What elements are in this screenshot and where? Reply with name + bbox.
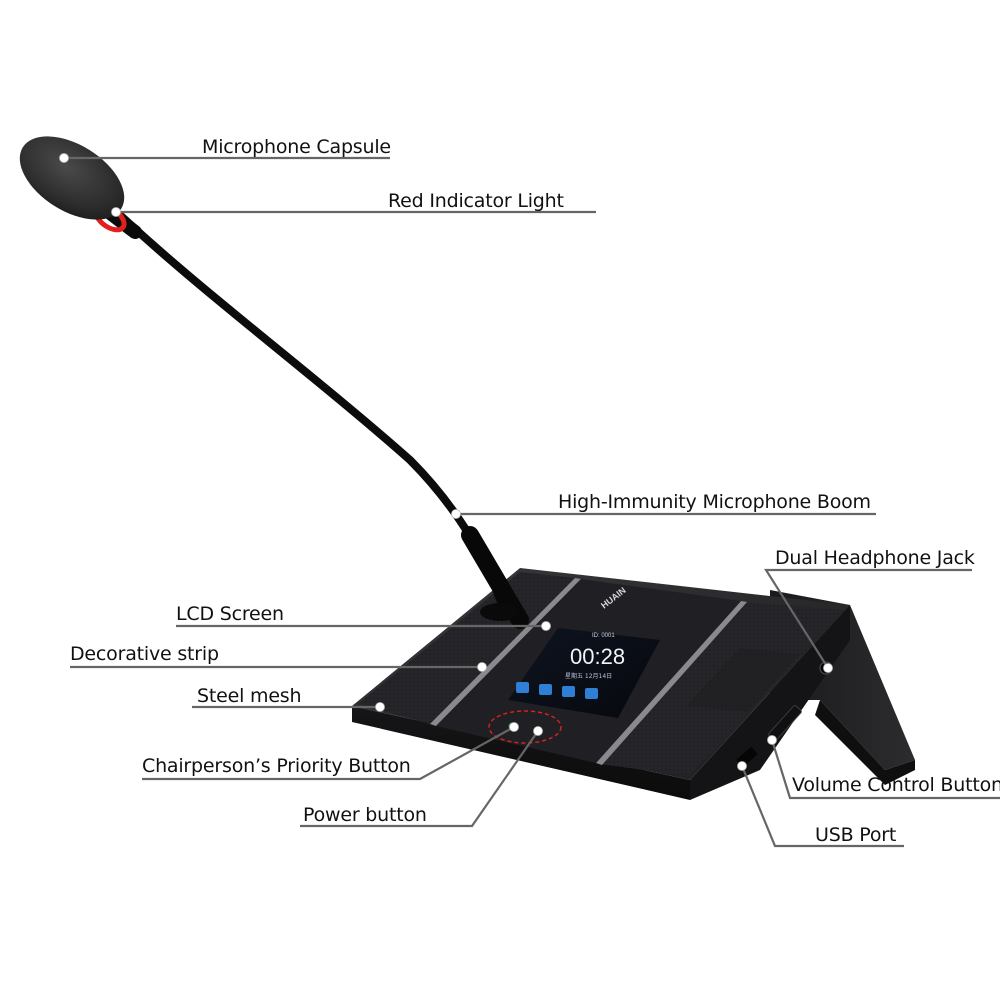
label-microphone-capsule: Microphone Capsule [202, 136, 391, 158]
front-face [352, 706, 690, 800]
screen-app-icon[interactable] [516, 682, 529, 693]
screen-glass [508, 628, 660, 718]
marker-volume-control [767, 735, 777, 745]
leader-volume-control [770, 739, 1000, 800]
screen-id: ID: 0001 [592, 633, 615, 639]
label-power-button: Power button [303, 804, 427, 826]
right-panel-recess [686, 648, 800, 712]
label-red-indicator: Red Indicator Light [388, 190, 564, 212]
leader-power-button [300, 730, 539, 828]
leader-headphone-jack [764, 568, 972, 669]
decorative-strip-left [430, 578, 581, 726]
marker-steel-mesh [375, 702, 385, 712]
boom-base-ring [480, 603, 520, 621]
label-decorative-strip: Decorative strip [70, 643, 219, 665]
label-volume-control: Volume Control Button [792, 774, 1000, 796]
microphone-boom [116, 211, 504, 604]
leader-usb-port [740, 765, 904, 848]
marker-microphone-boom [451, 509, 461, 519]
label-steel-mesh: Steel mesh [197, 685, 301, 707]
marker-headphone-jack [823, 663, 833, 673]
label-lcd-screen: LCD Screen [176, 603, 284, 625]
rear-stand-foot [815, 700, 915, 785]
marker-lcd-screen [541, 621, 551, 631]
marker-red-indicator [111, 207, 121, 217]
label-chairperson-button: Chairperson’s Priority Button [142, 755, 411, 777]
marker-power-button [533, 726, 543, 736]
screen-app-icon[interactable] [562, 686, 575, 697]
marker-decorative-strip [477, 662, 487, 672]
marker-usb-port [737, 761, 747, 771]
marker-microphone-capsule [59, 153, 69, 163]
screen-time: 00:28 [570, 644, 625, 669]
callouts: Microphone Capsule Red Indicator Light H… [59, 136, 1000, 848]
marker-chairperson-button [509, 722, 519, 732]
label-microphone-boom: High-Immunity Microphone Boom [558, 491, 871, 513]
side-panel [690, 605, 850, 800]
button-highlight-ellipse [488, 710, 562, 744]
decorative-strip-right [596, 601, 747, 765]
screen-app-icon[interactable] [539, 684, 552, 695]
screen-date: 星期五 12月14日 [565, 672, 612, 680]
screen-app-icons [516, 682, 598, 699]
leader-chairperson-button [142, 726, 515, 781]
label-usb-port: USB Port [815, 824, 896, 846]
label-headphone-jack: Dual Headphone Jack [775, 547, 975, 569]
screen-app-icon[interactable] [585, 688, 598, 699]
